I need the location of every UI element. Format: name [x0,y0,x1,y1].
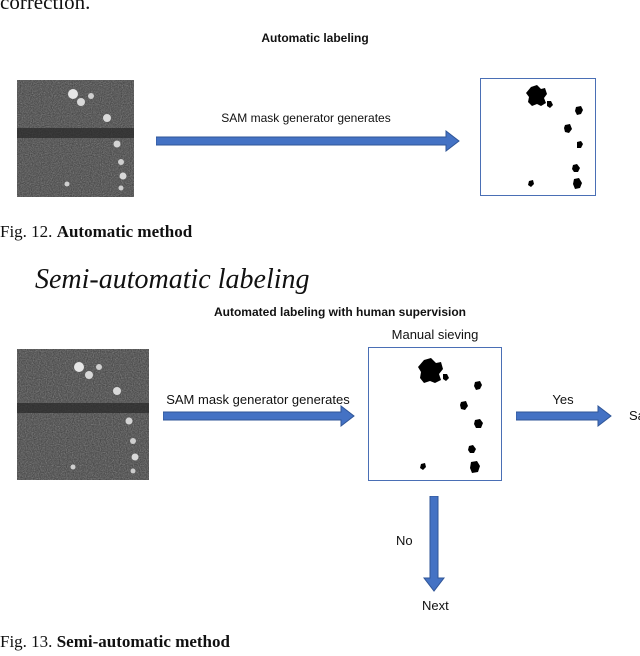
save-label: Sa [629,408,640,423]
mask-blobs [526,85,583,189]
right-arrow [516,405,612,427]
right-arrow [163,405,355,427]
figure-12-title: Automatic labeling [261,31,369,45]
mask-output-image [480,78,596,196]
figure-12-caption: Fig. 12. Automatic method [0,222,192,242]
caption-prefix: Fig. 13. [0,632,53,651]
arrow-label: SAM mask generator generates [166,392,350,407]
caption-prefix: Fig. 12. [0,222,53,241]
mask-output-image [368,347,502,481]
microscopy-image [17,349,149,480]
figure-13-title: Automated labeling with human supervisio… [213,305,467,319]
caption-title: Semi-automatic method [56,632,230,651]
manual-sieving-label: Manual sieving [391,327,479,342]
down-arrow [423,496,445,592]
next-label: Next [422,598,449,613]
no-label: No [396,533,413,548]
yes-label: Yes [552,392,574,407]
section-heading: Semi-automatic labeling [35,264,310,295]
microscopy-image [17,80,134,197]
previous-text-line: correction. [0,0,91,14]
mask-blobs [418,358,483,473]
right-arrow [156,130,460,152]
figure-13-caption: Fig. 13. Semi-automatic method [0,632,230,652]
arrow-label: SAM mask generator generates [221,111,391,125]
caption-title: Automatic method [56,222,193,241]
